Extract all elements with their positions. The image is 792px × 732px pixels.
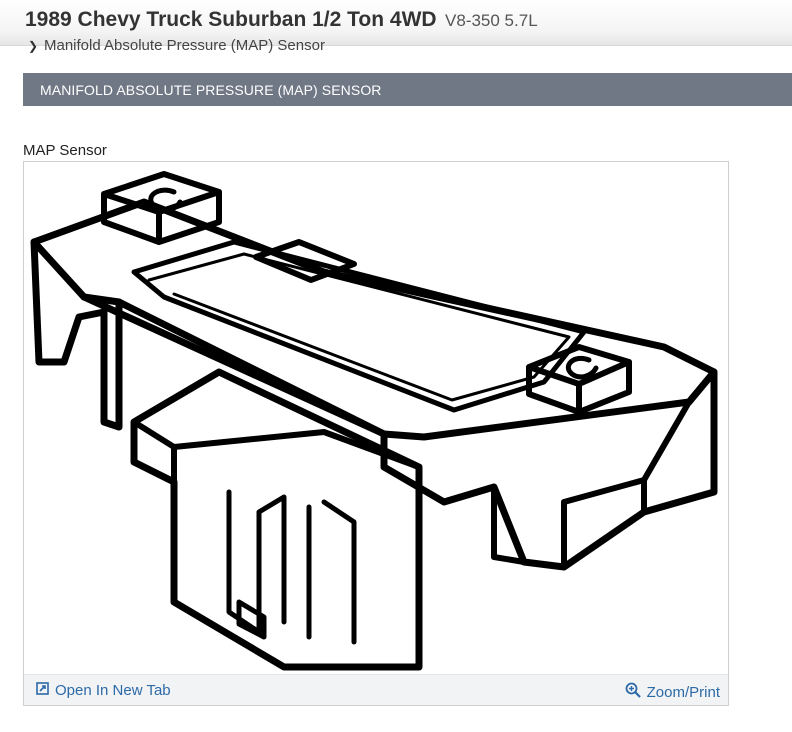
connector-terminals	[226, 489, 357, 645]
section-header: MANIFOLD ABSOLUTE PRESSURE (MAP) SENSOR	[23, 73, 792, 106]
connector-latch	[236, 599, 267, 640]
zoom-print-button[interactable]: Zoom/Print	[625, 682, 720, 702]
top-header-bar: 1989 Chevy Truck Suburban 1/2 Ton 4WD V8…	[0, 0, 792, 54]
chevron-right-icon: ❯	[27, 38, 39, 53]
vehicle-title-main: 1989 Chevy Truck Suburban 1/2 Ton 4WD	[25, 8, 437, 31]
sensor-front-lower	[491, 399, 692, 570]
sensor-window	[253, 239, 357, 283]
right-mount-boss	[526, 344, 632, 415]
figure-toolbar: Open In New Tab Zoom/Print	[24, 674, 728, 705]
vehicle-engine: V8-350 5.7L	[445, 11, 538, 30]
open-new-tab-icon	[36, 682, 49, 699]
breadcrumb[interactable]: ❯ Manifold Absolute Pressure (MAP) Senso…	[26, 37, 325, 54]
section-title: MANIFOLD ABSOLUTE PRESSURE (MAP) SENSOR	[40, 81, 382, 98]
left-mount-clip	[148, 187, 183, 213]
open-in-new-tab-button[interactable]: Open In New Tab	[36, 682, 171, 699]
zoom-print-label: Zoom/Print	[646, 683, 720, 701]
figure-label: MAP Sensor	[23, 142, 107, 159]
sensor-body-top	[30, 198, 718, 441]
figure-container: Open In New Tab Zoom/Print	[23, 161, 729, 706]
right-mount-clip	[565, 356, 599, 380]
sensor-left-skirt	[30, 238, 123, 431]
magnifier-icon	[625, 682, 641, 702]
connector-housing	[130, 368, 423, 671]
vehicle-title: 1989 Chevy Truck Suburban 1/2 Ton 4WD V8…	[25, 8, 538, 32]
breadcrumb-label: Manifold Absolute Pressure (MAP) Sensor	[44, 37, 325, 54]
map-sensor-illustration[interactable]	[24, 162, 728, 674]
connector-face	[131, 419, 422, 485]
open-in-new-tab-label: Open In New Tab	[55, 682, 171, 699]
sensor-inner-panel	[131, 239, 587, 413]
